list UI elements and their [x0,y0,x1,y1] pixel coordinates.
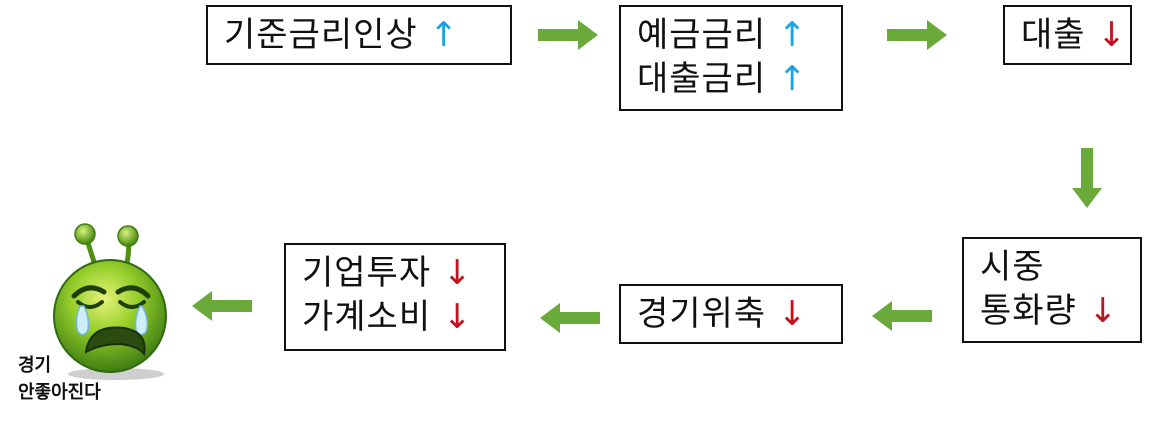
node-loans: 대출 ↓ [1003,5,1132,65]
node-household-consumption-label: 가계소비 [302,297,431,337]
node-rate-hike-label: 기준금리인상 [224,15,418,55]
down-arrow-icon: ↓ [1089,291,1119,331]
node-rate-hike: 기준금리인상 ↑ [206,5,512,65]
up-arrow-icon: ↑ [778,59,808,99]
down-arrow-icon: ↓ [1097,15,1127,55]
up-arrow-icon: ↑ [430,15,460,55]
face-caption: 경기 안좋아진다 [18,352,101,406]
node-money-supply-line1: 시중 [980,247,1045,287]
flow-arrow-right-2 [887,20,949,50]
node-loans-label: 대출 [1021,15,1086,55]
flow-arrow-down [1072,148,1102,210]
node-money-supply-line2: 통화량 [980,291,1077,331]
up-arrow-icon: ↑ [778,15,808,55]
flow-arrow-right-1 [538,20,600,50]
down-arrow-icon: ↓ [443,253,473,293]
node-loan-rate-label: 대출금리 [637,59,766,99]
node-deposit-rate-label: 예금금리 [637,15,766,55]
node-investment-consumption: 기업투자 ↓ 가계소비 ↓ [284,243,506,351]
face-caption-line1: 경기 [18,352,101,379]
node-business-investment-label: 기업투자 [302,253,431,293]
node-economic-contraction-label: 경기위축 [637,294,766,334]
face-caption-line2: 안좋아진다 [18,379,101,406]
flow-arrow-left-3 [190,291,252,321]
down-arrow-icon: ↓ [443,297,473,337]
node-money-supply: 시중 통화량 ↓ [962,237,1142,343]
node-deposit-loan-rates: 예금금리 ↑ 대출금리 ↑ [619,5,843,111]
node-economic-contraction: 경기위축 ↓ [619,284,843,344]
down-arrow-icon: ↓ [778,294,808,334]
flow-arrow-left-1 [870,301,932,331]
flow-arrow-left-2 [538,303,600,333]
